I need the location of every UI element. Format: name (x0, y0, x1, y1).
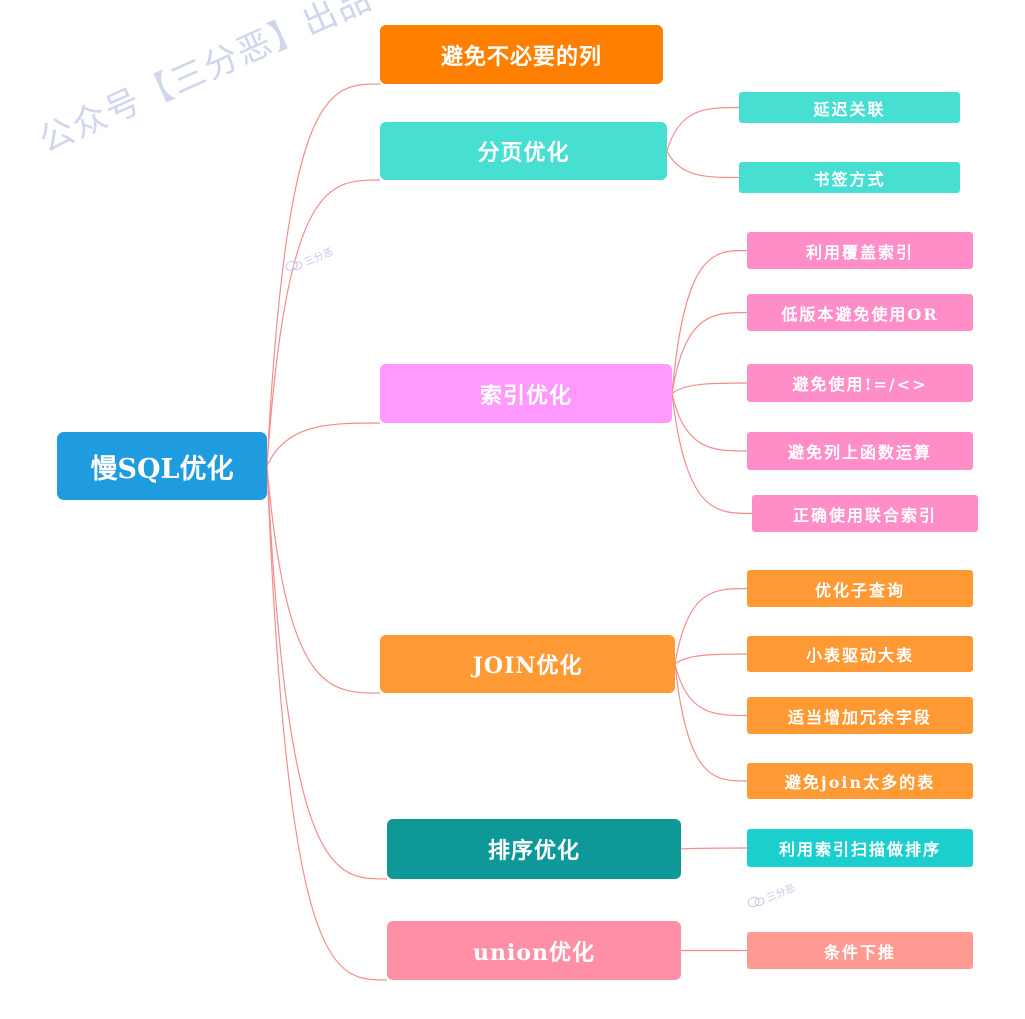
leaf-node-composite-index[interactable]: 正确使用联合索引 (752, 495, 978, 532)
leaf-node-small-drives-large[interactable]: 小表驱动大表 (747, 636, 973, 672)
leaf-node-avoid-column-functions[interactable]: 避免列上函数运算 (747, 432, 973, 470)
watermark-small: 三分恶 (283, 243, 335, 276)
branch-to-leaf-line (671, 249, 748, 394)
leaf-node-deferred-join[interactable]: 延迟关联 (739, 92, 960, 123)
branch-to-leaf-line (666, 106, 740, 152)
leaf-node-avoid-or[interactable]: 低版本避免使用OR (747, 294, 973, 331)
branch-to-leaf-line (671, 393, 748, 452)
branch-to-leaf-line (671, 311, 748, 394)
root-to-branch-line (266, 422, 381, 467)
leaf-node-bookmark[interactable]: 书签方式 (739, 162, 960, 193)
branch-node-union[interactable]: union优化 (387, 921, 681, 980)
branch-to-leaf-line (674, 587, 748, 665)
leaf-node-avoid-not-equal[interactable]: 避免使用!=/<> (747, 364, 973, 402)
branch-to-leaf-line (680, 847, 748, 850)
branch-node-index[interactable]: 索引优化 (380, 364, 672, 423)
root-node[interactable]: 慢SQL优化 (57, 432, 267, 500)
branch-node-sort[interactable]: 排序优化 (387, 819, 681, 879)
branch-to-leaf-line (674, 653, 748, 665)
leaf-node-predicate-pushdown[interactable]: 条件下推 (747, 932, 973, 969)
watermark-small: 三分恶 (745, 879, 797, 912)
leaf-node-redundant-fields[interactable]: 适当增加冗余字段 (747, 697, 973, 734)
root-to-branch-line (266, 465, 388, 981)
branch-node-unnecessary-columns[interactable]: 避免不必要的列 (380, 25, 663, 84)
leaf-node-covering-index[interactable]: 利用覆盖索引 (747, 232, 973, 269)
branch-to-leaf-line (671, 382, 748, 394)
leaf-node-index-scan-sort[interactable]: 利用索引扫描做排序 (747, 829, 973, 867)
branch-to-leaf-line (674, 663, 748, 717)
leaf-node-avoid-many-joins[interactable]: 避免join太多的表 (747, 763, 973, 799)
root-to-branch-line (266, 179, 381, 467)
wechat-icon (747, 896, 765, 908)
branch-node-pagination[interactable]: 分页优化 (380, 122, 667, 180)
branch-to-leaf-line (666, 150, 740, 179)
wechat-icon (285, 260, 303, 272)
branch-node-join[interactable]: JOIN优化 (380, 635, 675, 693)
root-to-branch-line (266, 83, 381, 467)
branch-to-leaf-line (674, 663, 748, 782)
branch-to-leaf-line (671, 393, 753, 515)
leaf-node-subquery[interactable]: 优化子查询 (747, 570, 973, 607)
root-to-branch-line (266, 465, 381, 694)
root-to-branch-line (266, 465, 388, 880)
